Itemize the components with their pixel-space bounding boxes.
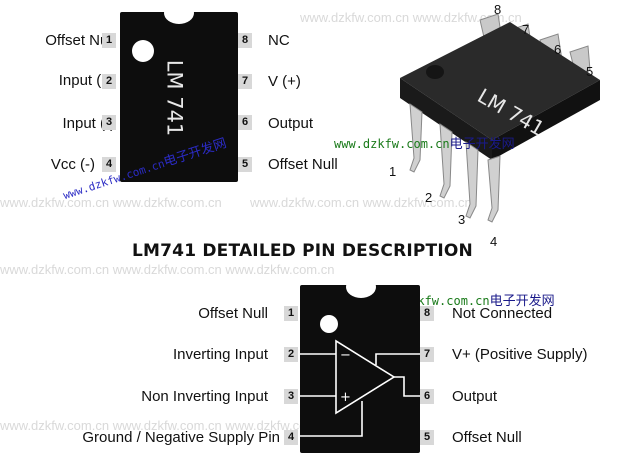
top-pin-8-number: 8 [238, 33, 252, 48]
background-watermark: www.dzkfw.com.cn www.dzkfw.com.cn [300, 10, 522, 25]
bottom-pin-1-label: Offset Null [198, 305, 268, 322]
bottom-pin-3-number: 3 [284, 389, 298, 404]
chip-photo: LM 741 1 2 3 4 5 6 7 8 [389, 2, 600, 249]
top-chip-label: LM 741 [162, 59, 187, 137]
photo-pin-5: 5 [586, 64, 593, 79]
top-pin-1-label: Offset Null [45, 32, 115, 49]
top-pin-5-label: Offset Null [268, 156, 338, 173]
opamp-symbol: − + [300, 339, 420, 437]
opamp-minus: − [340, 348, 351, 363]
bottom-pin-5-number: 5 [420, 430, 434, 445]
bottom-pin-1-number: 1 [284, 306, 298, 321]
watermark-url: www.dzkfw.com.cn [334, 137, 450, 151]
top-pin-4-number: 4 [102, 157, 116, 172]
top-pin-7-number: 7 [238, 74, 252, 89]
background-watermark: www.dzkfw.com.cn www.dzkfw.com.cn www.dz… [0, 418, 335, 433]
chip-notch [164, 2, 194, 24]
pin-1-dot [320, 315, 338, 333]
background-watermark: www.dzkfw.com.cn www.dzkfw.com.cn www.dz… [0, 262, 335, 277]
bottom-pin-4-number: 4 [284, 430, 298, 445]
chip-photo-dot [426, 65, 444, 79]
bottom-pin-2-number: 2 [284, 347, 298, 362]
bottom-pin-5-label: Offset Null [452, 429, 522, 446]
chip-photo-front [400, 78, 492, 160]
background-watermark: www.dzkfw.com.cn www.dzkfw.com.cn [250, 195, 472, 210]
background-watermark: www.dzkfw.com.cn www.dzkfw.com.cn [0, 195, 222, 210]
watermark-cn: 电子开发网 [449, 137, 515, 152]
bottom-pin-4-label: Ground / Negative Supply Pin [82, 429, 280, 446]
top-pin-3-label: Input (-) [62, 115, 115, 132]
watermark-site-top: www.dzkfw.com.cn电子开发网 [334, 133, 515, 152]
bottom-pin-8-label: Not Connected [452, 305, 553, 322]
top-pin-5-number: 5 [238, 157, 252, 172]
bottom-pin-7-number: 7 [420, 347, 434, 362]
negative-supply-wire [300, 401, 363, 437]
top-pin-2-number: 2 [102, 74, 116, 89]
top-pin-1-number: 1 [102, 33, 116, 48]
chip-photo-top [400, 22, 600, 140]
output-wire [394, 376, 420, 397]
photo-pin-4: 4 [490, 234, 497, 249]
photo-pin-6: 6 [554, 42, 561, 57]
pin-1-dot [132, 40, 154, 62]
opamp-plus: + [340, 390, 351, 405]
top-pin-8-label: NC [268, 32, 290, 49]
top-pin-6-number: 6 [238, 115, 252, 130]
bottom-pin-6-label: Output [452, 388, 498, 405]
photo-pin-1: 1 [389, 164, 396, 179]
bottom-pin-3-label: Non Inverting Input [141, 388, 268, 405]
top-pin-4-label: Vcc (-) [50, 156, 95, 173]
photo-pin-7: 7 [522, 22, 529, 37]
photo-pin-3: 3 [458, 212, 465, 227]
top-pin-2-label: Input (+) [58, 72, 115, 89]
opamp-triangle [335, 339, 396, 415]
bottom-chip-body [300, 285, 420, 453]
bottom-pin-6-number: 6 [420, 389, 434, 404]
photo-pin-8: 8 [494, 2, 501, 17]
chip-photo-side [492, 80, 600, 160]
watermark-cn: 电子开发网 [489, 294, 555, 309]
bottom-pin-8-number: 8 [420, 306, 434, 321]
positive-supply-wire [375, 353, 420, 365]
chip-notch [346, 276, 376, 298]
photo-pin-2: 2 [425, 190, 432, 205]
top-pin-7-label: V (+) [268, 73, 301, 90]
bottom-pin-7-label: V+ (Positive Supply) [452, 346, 588, 363]
bottom-pin-2-label: Inverting Input [172, 346, 268, 363]
page-heading: LM741 DETAILED PIN DESCRIPTION [132, 241, 473, 261]
top-pin-6-label: Output [268, 115, 314, 132]
top-pin-3-number: 3 [102, 115, 116, 130]
chip-photo-lower-pins [409, 103, 501, 223]
